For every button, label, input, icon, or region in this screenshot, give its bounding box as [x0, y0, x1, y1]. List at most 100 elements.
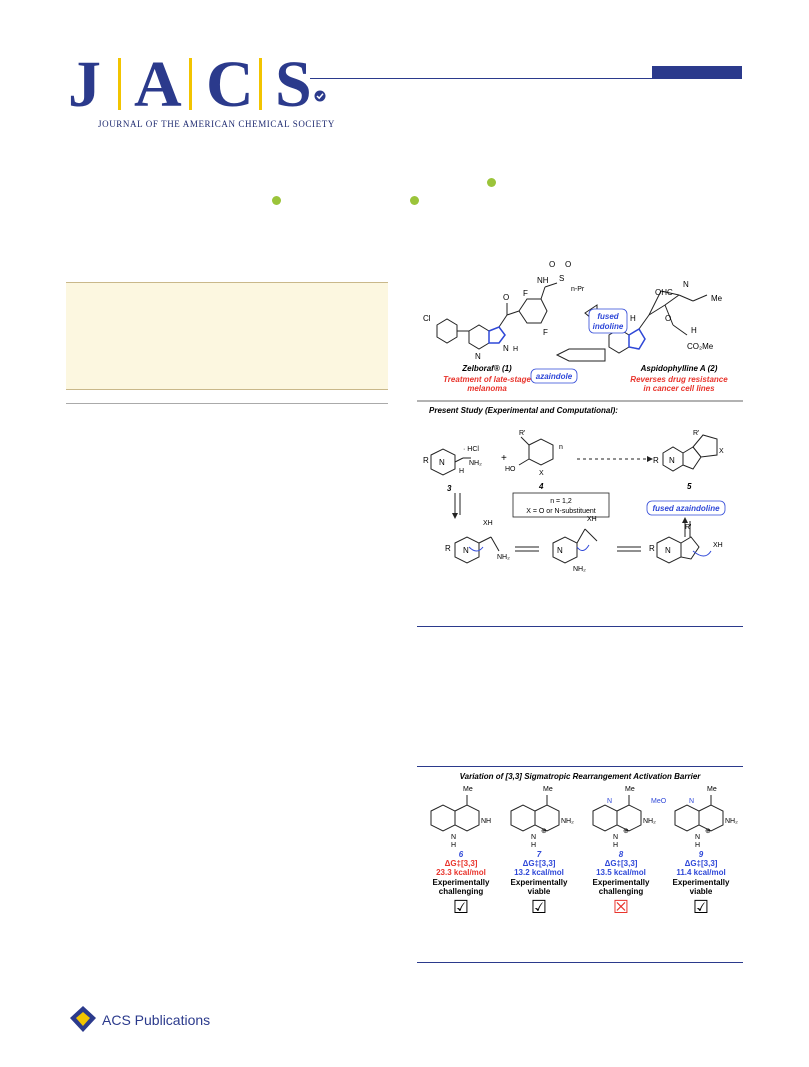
- atom-r: R: [445, 544, 451, 553]
- callout-fused-azaindoline: [646, 500, 726, 516]
- atom-h: H: [459, 468, 464, 475]
- feasibility-label: viable: [690, 887, 713, 896]
- orcid-icon[interactable]: [487, 178, 496, 187]
- callout-azaindole: [530, 368, 578, 384]
- delta-g-label: ΔG‡[3,3]: [523, 859, 556, 868]
- zelboraf-desc: melanoma: [467, 384, 507, 393]
- plus-sign: +: [501, 453, 507, 464]
- feasibility-label: viable: [528, 887, 551, 896]
- feasibility-label: Experimentally: [433, 878, 490, 887]
- atom-n: N: [557, 546, 563, 555]
- barrier-column: 6 ΔG‡[3,3] 23.3 kcal/mol Experimentally …: [433, 850, 490, 917]
- atom-co2me: CO₂Me: [687, 342, 714, 351]
- feasibility-label: Experimentally: [673, 878, 730, 887]
- compound-number-3: 3: [447, 484, 452, 493]
- callout-fused-indoline: [588, 308, 628, 334]
- atom-xh: XH: [587, 516, 597, 523]
- logo-divider: [118, 58, 121, 110]
- feasibility-label: Experimentally: [511, 878, 568, 887]
- compound-number: 8: [619, 850, 624, 859]
- figure-1-scheme: Cl N N H O F F NH S O O n-Pr OHC N O H H…: [417, 260, 743, 573]
- barrier-column: 7 ΔG‡[3,3] 13.2 kcal/mol Experimentally …: [511, 850, 568, 917]
- publisher-name: ACS Publications: [102, 1012, 211, 1028]
- atom-x: X: [719, 448, 724, 455]
- atom-n: N: [607, 798, 612, 805]
- atom-n: N: [689, 798, 694, 805]
- x-condition: X = O or N-substituent: [526, 508, 596, 515]
- atom-f: F: [543, 328, 548, 337]
- atom-nh2: NH₂: [561, 818, 574, 825]
- atom-r: R: [653, 456, 659, 465]
- atom-n: N: [531, 834, 536, 841]
- atom-o: O: [503, 293, 509, 302]
- atom-rprime: R': [693, 430, 699, 437]
- compound-number-4: 4: [538, 482, 544, 491]
- atom-h: H: [531, 842, 536, 849]
- acs-publications-logo[interactable]: ACS Publications: [68, 1004, 211, 1038]
- atom-me: Me: [711, 294, 723, 303]
- figure-2-barriers: Variation of [3,3] Sigmatropic Rearrange…: [430, 772, 738, 917]
- barrier-column: 8 ΔG‡[3,3] 13.5 kcal/mol Experimentally …: [593, 850, 650, 917]
- atom-r: R: [649, 544, 655, 553]
- plus-charge: ⊕: [541, 828, 547, 835]
- barrier-value: 23.3 kcal/mol: [436, 868, 486, 877]
- atom-h: H: [613, 842, 618, 849]
- checkbox-icon: ☑: [453, 897, 469, 917]
- atom-xh: XH: [483, 520, 493, 527]
- atom-ohc: OHC: [655, 288, 673, 297]
- atom-rprime: R': [519, 430, 525, 437]
- atom-n: N: [665, 546, 671, 555]
- atom-cl: Cl: [423, 314, 431, 323]
- present-study-heading: Present Study (Experimental and Computat…: [429, 406, 618, 415]
- header-block: [652, 66, 742, 79]
- abstract-rule: [66, 403, 388, 404]
- logo-letter-c: C: [206, 48, 254, 121]
- feasibility-label: challenging: [439, 887, 484, 896]
- atom-nh: NH: [481, 818, 491, 825]
- abstract-box: [66, 282, 388, 390]
- plus-charge: ⊕: [705, 828, 711, 835]
- atom-s: S: [559, 274, 564, 283]
- journal-subtitle: JOURNAL OF THE AMERICAN CHEMICAL SOCIETY: [98, 119, 335, 129]
- delta-g-label: ΔG‡[3,3]: [445, 859, 478, 868]
- compound-number: 9: [699, 850, 704, 859]
- atom-o: O: [549, 260, 555, 269]
- figure-1-bottom-rule: [417, 626, 743, 627]
- atom-n: N: [451, 834, 456, 841]
- atom-me: Me: [625, 786, 635, 793]
- delta-g-label: ΔG‡[3,3]: [605, 859, 638, 868]
- atom-r: R: [423, 456, 429, 465]
- header-rule: [310, 78, 742, 79]
- atom-n: N: [683, 280, 689, 289]
- atom-h: H: [513, 346, 518, 353]
- atom-nh2: NH₂: [469, 460, 482, 467]
- atom-n: N: [503, 344, 509, 353]
- atom-o: O: [565, 260, 571, 269]
- logo-letter-j: J: [68, 48, 101, 121]
- atom-xh: XH: [713, 542, 723, 549]
- orcid-icon[interactable]: [410, 196, 419, 205]
- plus-charge: ⊕: [623, 828, 629, 835]
- compound-number: 6: [459, 850, 464, 859]
- zelboraf-desc: Treatment of late-stage: [443, 375, 531, 384]
- logo-divider: [259, 58, 262, 110]
- hcl-label: · HCl: [463, 446, 479, 453]
- checkbox-icon: ☑: [693, 897, 709, 917]
- atom-h: H: [630, 314, 636, 323]
- compound-number-5: 5: [687, 482, 692, 491]
- atom-ho: HO: [505, 466, 516, 473]
- orcid-icon[interactable]: [272, 196, 281, 205]
- atom-rprime: R': [685, 524, 691, 531]
- atom-me: Me: [707, 786, 717, 793]
- journal-logo: J A C S JOURNAL OF THE AMERICAN CHEMICAL…: [68, 48, 334, 130]
- logo-letter-a: A: [134, 48, 182, 121]
- figure-2-bottom-rule: [417, 962, 743, 963]
- atom-me: Me: [463, 786, 473, 793]
- label-fused: fused: [597, 312, 619, 321]
- atom-x: X: [539, 470, 544, 477]
- acs-logo-icon: [70, 1006, 96, 1032]
- label-fused-azaindoline: fused azaindoline: [652, 504, 720, 513]
- compound-name-zelboraf: Zelboraf® (1): [461, 364, 512, 373]
- atom-f: F: [523, 289, 528, 298]
- logo-divider: [189, 58, 192, 110]
